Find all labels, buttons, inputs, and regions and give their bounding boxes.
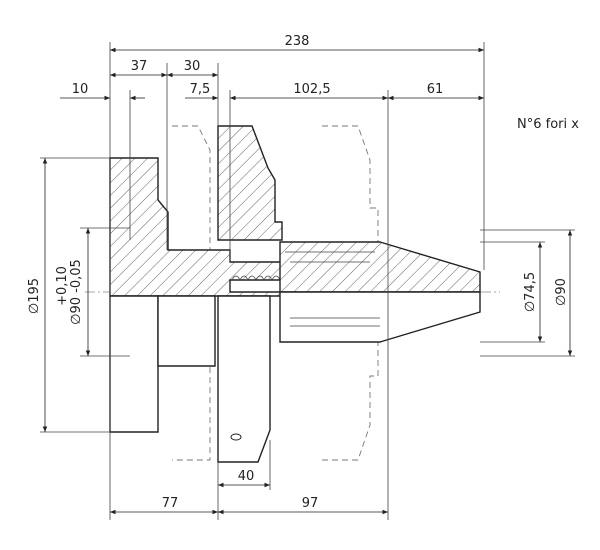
collet-body — [279, 241, 481, 293]
holes-note: N°6 fori x — [517, 117, 579, 132]
dim-37: 37 — [131, 59, 148, 74]
dim-61: 61 — [427, 82, 444, 97]
jaw-lower — [217, 295, 271, 463]
dim-77: 77 — [162, 496, 179, 511]
hub-lower — [157, 295, 216, 367]
extension-lines — [40, 42, 575, 520]
svg-text:∅90 -0,05: ∅90 -0,05 — [69, 259, 84, 325]
collet-lower — [279, 291, 481, 343]
dimension-lines — [42, 47, 573, 515]
dia-195-label: ∅195 — [27, 278, 42, 314]
dim-40: 40 — [238, 469, 255, 484]
diameter-symbol-2: ∅ — [69, 313, 84, 324]
diameter-symbol-3: ∅ — [523, 301, 538, 312]
svg-text:∅195: ∅195 — [27, 278, 42, 314]
dim-10: 10 — [72, 82, 89, 97]
svg-text:∅90: ∅90 — [554, 278, 569, 306]
collet-taper-inner — [285, 251, 375, 263]
svg-text:∅74,5: ∅74,5 — [523, 272, 538, 312]
dia-74-5-label: ∅74,5 — [523, 272, 538, 312]
dim-97: 97 — [302, 496, 319, 511]
dim-30: 30 — [184, 59, 201, 74]
jaw-upper — [217, 125, 283, 241]
hole-marker — [230, 433, 242, 441]
dim-102-5: 102,5 — [293, 82, 330, 97]
diameter-symbol: ∅ — [27, 303, 42, 314]
flange-lower — [109, 295, 159, 433]
dim-7-5: 7,5 — [190, 82, 211, 97]
dia-90-label: ∅90 — [554, 278, 569, 306]
dim-overall-length: 238 — [285, 34, 310, 49]
diameter-symbol-4: ∅ — [554, 295, 569, 306]
collet-slot — [290, 317, 380, 327]
dia-90-value: 90 — [554, 278, 569, 295]
tol-lower: 90 -0,05 — [69, 259, 84, 313]
dia-90-tol-label: +0,10 ∅90 -0,05 — [55, 259, 84, 325]
tol-upper: +0,10 — [55, 266, 70, 306]
dia-195-value: 195 — [27, 278, 42, 303]
dia-74-5-value: 74,5 — [523, 272, 538, 301]
